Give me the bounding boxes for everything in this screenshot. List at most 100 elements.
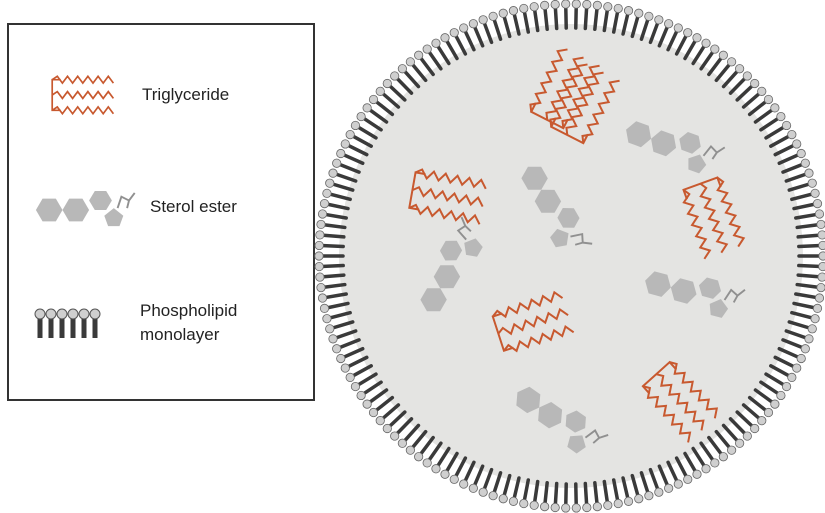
legend-phospholipid-label-line2: monolayer	[140, 325, 220, 344]
phospholipid-unit	[691, 446, 711, 474]
phospholipid-unit	[332, 158, 361, 174]
phospholipid-unit	[529, 2, 540, 33]
phospholipid-unit	[356, 111, 383, 132]
phospholipid-unit	[787, 178, 817, 192]
phospholipid-unit	[315, 272, 346, 282]
phospholipid-unit	[714, 429, 737, 455]
phospholipid-unit	[350, 120, 378, 140]
phospholipid-unit	[362, 388, 389, 409]
phospholipid-unit	[714, 57, 737, 83]
phospholipid-unit	[498, 8, 512, 39]
phospholipid-unit	[449, 28, 468, 56]
phospholipid-unit	[630, 473, 644, 504]
phospholipid-unit	[362, 103, 389, 124]
phospholipid-unit	[319, 301, 350, 313]
phospholipid-unit	[795, 282, 825, 293]
phospholipid-unit	[498, 473, 512, 504]
phospholipid-unit	[322, 188, 352, 202]
phospholipid-unit	[540, 481, 550, 512]
phospholipid-unit	[674, 28, 693, 56]
phospholipid-unit	[508, 6, 521, 36]
phospholipid-unit	[721, 423, 745, 448]
phospholipid-unit	[747, 94, 774, 117]
phospholipid-unit	[440, 33, 459, 61]
phospholipid-unit	[508, 476, 521, 506]
phospholipid-unit	[699, 44, 720, 71]
phospholipid-unit	[602, 479, 613, 510]
phospholipid-unit	[397, 423, 421, 448]
phospholipid-unit	[328, 168, 358, 183]
phospholipid-unit	[639, 11, 654, 41]
phospholipid-unit	[368, 395, 395, 418]
phospholipid-unit	[317, 292, 348, 303]
phospholipid-unit	[316, 219, 347, 230]
phospholipid-unit	[375, 403, 401, 426]
phospholipid-unit	[316, 282, 347, 293]
phospholipid-unit	[336, 148, 365, 166]
phospholipid-unit	[390, 417, 414, 441]
phospholipid-unit	[666, 23, 683, 52]
phospholipid-unit	[602, 2, 613, 33]
phospholipid-unit	[794, 209, 825, 220]
lipid-droplet	[314, 0, 825, 513]
legend-phospholipid-unit	[56, 308, 68, 338]
phospholipid-unit	[683, 33, 702, 61]
legend-sterol-ester-label: Sterol ester	[150, 197, 237, 216]
phospholipid-unit	[340, 355, 369, 373]
phospholipid-unit	[764, 120, 792, 140]
phospholipid-unit	[784, 329, 814, 344]
phospholipid-unit	[414, 50, 435, 77]
legend-phospholipid-unit	[67, 308, 79, 338]
phospholipid-unit	[315, 230, 346, 240]
phospholipid-unit	[611, 478, 623, 509]
phospholipid-unit	[792, 301, 823, 313]
phospholipid-unit	[648, 15, 664, 45]
phospholipid-unit	[397, 64, 421, 89]
phospholipid-unit	[314, 251, 345, 261]
phospholipid-unit	[728, 71, 752, 95]
phospholipid-unit	[571, 482, 581, 513]
phospholipid-unit	[797, 261, 825, 272]
phospholipid-unit	[753, 103, 780, 124]
phospholipid-unit	[621, 476, 634, 506]
phospholipid-unit	[773, 355, 802, 373]
phospholipid-unit	[340, 139, 369, 157]
phospholipid-unit	[317, 209, 348, 220]
phospholipid-unit	[478, 467, 494, 497]
phospholipid-unit	[592, 0, 602, 31]
legend-phospholipid-unit	[34, 308, 46, 338]
phospholipid-unit	[478, 15, 494, 45]
phospholipid-unit	[691, 38, 711, 66]
phospholipid-unit	[592, 481, 602, 512]
phospholipid-unit	[328, 329, 358, 344]
legend-phospholipid-label-line1: Phospholipid	[140, 301, 237, 320]
phospholipid-unit	[375, 86, 401, 109]
phospholipid-unit	[571, 0, 581, 30]
phospholipid-unit	[414, 435, 435, 462]
phospholipid-unit	[345, 364, 373, 383]
phospholipid-unit	[336, 346, 365, 364]
phospholipid-unit	[332, 338, 361, 354]
phospholipid-unit	[796, 272, 825, 282]
phospholipid-unit	[382, 410, 407, 434]
phospholipid-unit	[707, 435, 728, 462]
phospholipid-unit	[319, 199, 350, 211]
phospholipid-unit	[582, 481, 592, 513]
phospholipid-unit	[519, 3, 531, 34]
phospholipid-unit	[561, 482, 571, 513]
phospholipid-unit	[683, 451, 702, 479]
phospholipid-unit	[488, 471, 503, 501]
phospholipid-unit	[741, 403, 767, 426]
phospholipid-unit	[314, 240, 345, 251]
legend-phospholipid-unit	[78, 308, 90, 338]
phospholipid-unit	[790, 310, 820, 324]
phospholipid-unit	[459, 460, 476, 489]
phospholipid-unit	[639, 471, 654, 501]
phospholipid-unit	[405, 57, 428, 83]
phospholipid-unit	[784, 168, 814, 183]
legend-phospholipid-unit	[89, 308, 101, 338]
phospholipid-unit	[699, 441, 720, 468]
phospholipid-unit	[790, 188, 820, 202]
phospholipid-unit	[356, 380, 383, 401]
